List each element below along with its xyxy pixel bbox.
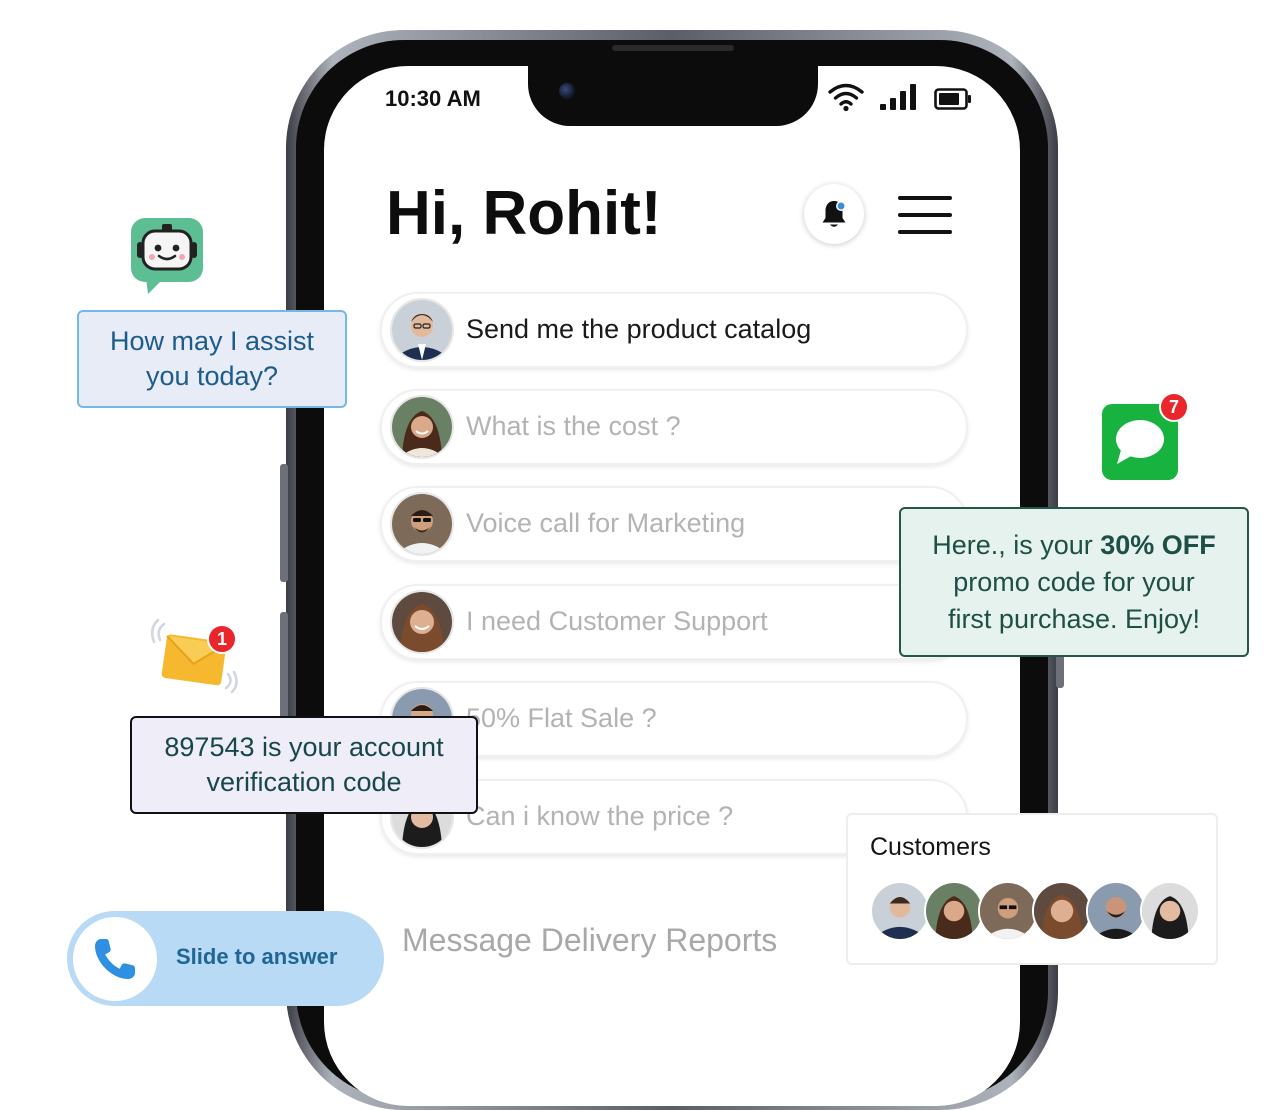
avatar	[390, 492, 454, 556]
avatar	[390, 395, 454, 459]
slide-handle[interactable]	[73, 917, 157, 1001]
phone-notch	[528, 60, 818, 126]
signal-icon	[880, 84, 916, 110]
speaker-grille	[612, 45, 734, 51]
customer-avatar[interactable]	[1032, 881, 1092, 941]
hamburger-menu-icon[interactable]	[898, 196, 952, 234]
message-text: I need Customer Support	[466, 606, 768, 636]
promo-message-card: Here., is your 30% OFF promo code for yo…	[899, 507, 1249, 657]
mail-badge: 1	[207, 624, 237, 654]
list-item[interactable]: I need Customer Support	[380, 584, 968, 660]
assistant-line: How may I assist	[109, 326, 315, 356]
battery-icon	[934, 88, 971, 110]
promo-highlight: 30% OFF	[1100, 529, 1216, 560]
promo-text: Here., is your	[932, 529, 1101, 560]
chatbot-robot-icon	[131, 218, 203, 294]
front-camera	[559, 83, 575, 99]
avatar	[390, 590, 454, 654]
chat-app-icon[interactable]	[1102, 404, 1178, 480]
promo-text: first purchase. Enjoy!	[947, 603, 1201, 634]
notification-button[interactable]	[804, 184, 864, 244]
volume-button	[280, 612, 288, 730]
avatar	[390, 298, 454, 362]
assistant-message-card: How may I assist you today?	[77, 310, 347, 408]
message-text: 50% Flat Sale ?	[466, 703, 657, 733]
volume-button	[280, 464, 288, 582]
customer-avatar[interactable]	[924, 881, 984, 941]
assistant-line: you today?	[145, 361, 279, 391]
speech-bubble-icon	[1116, 420, 1164, 464]
message-text: Voice call for Marketing	[466, 508, 746, 538]
message-text: What is the cost ?	[466, 411, 681, 441]
page-title: Hi, Rohit!	[386, 179, 662, 248]
verification-line: verification code	[206, 767, 402, 797]
slide-to-answer-label: Slide to answer	[176, 944, 338, 969]
customer-avatar[interactable]	[1140, 881, 1200, 941]
message-text: Can i know the price ?	[466, 801, 734, 831]
customer-avatar[interactable]	[978, 881, 1038, 941]
delivery-reports-label: Message Delivery Reports	[402, 922, 778, 958]
phone-icon	[95, 939, 135, 979]
customers-card: Customers	[846, 813, 1218, 965]
message-text: Send me the product catalog	[466, 314, 812, 344]
list-item[interactable]: Send me the product catalog	[380, 292, 968, 368]
wifi-icon	[828, 83, 864, 112]
customer-avatar[interactable]	[870, 881, 930, 941]
status-time: 10:30 AM	[385, 86, 481, 111]
promo-text: promo code for your	[953, 566, 1195, 597]
verification-line: 897543 is your account	[164, 732, 444, 762]
chat-badge: 7	[1159, 392, 1189, 422]
list-item[interactable]: Voice call for Marketing	[380, 486, 968, 562]
verification-code-card: 897543 is your account verification code	[130, 716, 478, 814]
customer-avatar[interactable]	[1086, 881, 1146, 941]
customers-title: Customers	[870, 833, 991, 861]
bell-icon	[822, 201, 846, 227]
list-item[interactable]: What is the cost ?	[380, 389, 968, 465]
